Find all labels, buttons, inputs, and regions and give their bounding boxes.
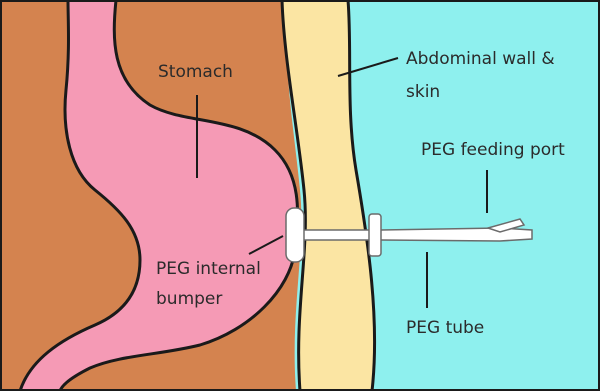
abdominal-wall-label-line1: Abdominal wall & [406, 49, 555, 69]
peg-external-bolster [369, 214, 381, 256]
internal-bumper-label-line2: bumper [156, 289, 222, 309]
abdominal-wall-label-line2: skin [406, 82, 440, 102]
stomach-label: Stomach [158, 62, 233, 82]
feeding-port-label: PEG feeding port [421, 140, 565, 160]
internal-bumper-label-line1: PEG internal [156, 259, 261, 279]
peg-tube-label: PEG tube [406, 318, 484, 338]
peg-tube-inner-segment [300, 230, 376, 240]
peg-internal-bumper [286, 208, 304, 262]
